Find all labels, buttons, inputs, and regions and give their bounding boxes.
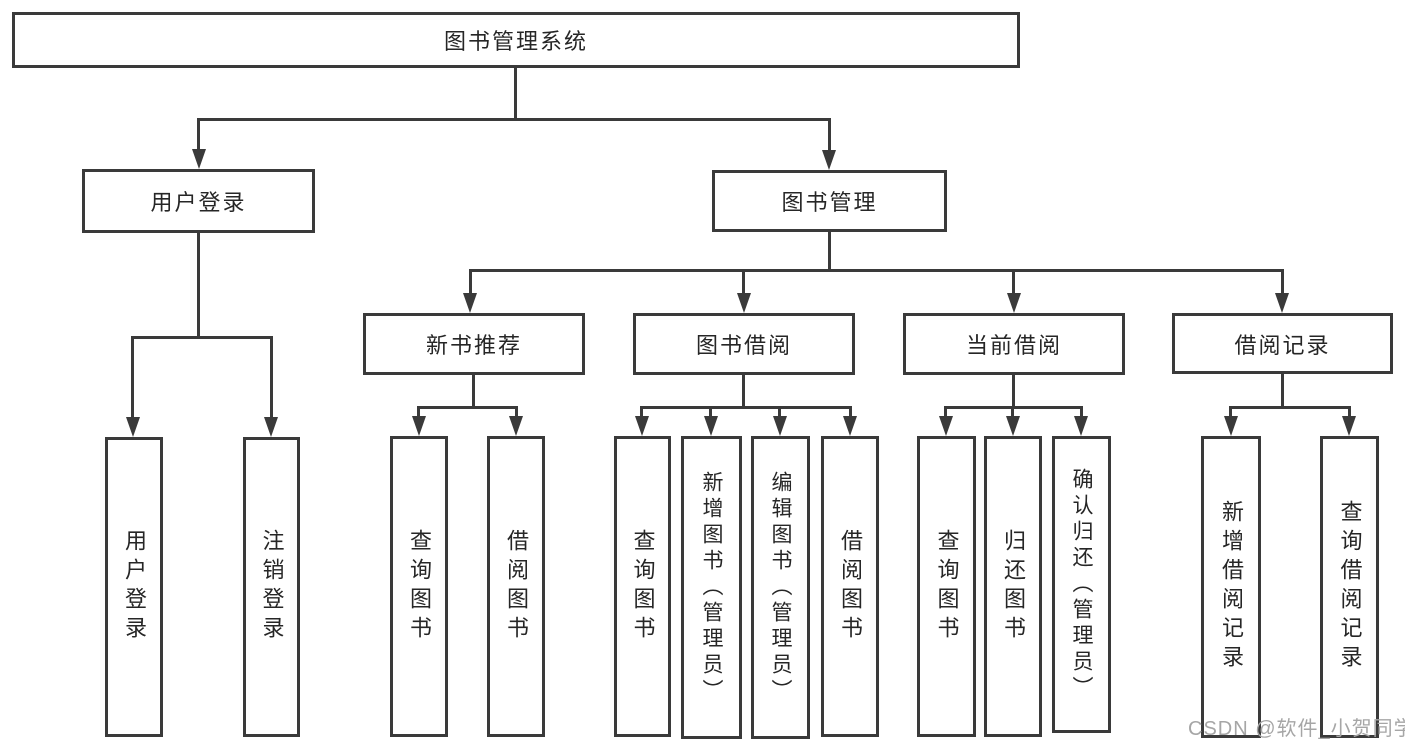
arrow-down-icon xyxy=(1006,416,1020,436)
connector-line xyxy=(131,336,273,339)
connector-line xyxy=(849,406,852,418)
arrow-down-icon xyxy=(1074,416,1088,436)
connector-line xyxy=(1080,406,1083,418)
arrow-down-icon xyxy=(939,416,953,436)
connector-line xyxy=(1012,375,1015,408)
connector-line xyxy=(197,233,200,339)
arrow-down-icon xyxy=(1224,416,1238,436)
node-root-library-system: 图书管理系统 xyxy=(12,12,1020,68)
connector-line xyxy=(514,68,517,120)
connector-line xyxy=(270,336,273,418)
leaf-borrowing-query-books: 查询图书 xyxy=(614,436,671,737)
node-current-borrowing: 当前借阅 xyxy=(903,313,1125,375)
connector-line xyxy=(944,406,947,418)
arrow-down-icon xyxy=(1007,293,1021,313)
csdn-watermark: CSDN @软件_小贺同学 xyxy=(1188,718,1405,740)
arrow-down-icon xyxy=(635,416,649,436)
connector-line xyxy=(472,375,475,408)
connector-line xyxy=(1229,406,1232,418)
arrow-down-icon xyxy=(822,150,836,170)
leaf-current-return-books: 归还图书 xyxy=(984,436,1042,737)
arrow-down-icon xyxy=(704,416,718,436)
connector-line xyxy=(1012,269,1015,295)
connector-line xyxy=(515,406,518,418)
arrow-down-icon xyxy=(192,149,206,169)
connector-line xyxy=(828,232,831,272)
connector-line xyxy=(778,406,781,418)
leaf-current-confirm-return-admin: 确认归还（管理员） xyxy=(1052,436,1111,733)
connector-line xyxy=(197,118,831,121)
connector-line xyxy=(469,269,1284,272)
node-new-book-recommend: 新书推荐 xyxy=(363,313,585,375)
connector-line xyxy=(1281,269,1284,295)
node-user-login: 用户登录 xyxy=(82,169,315,233)
connector-line xyxy=(469,269,472,295)
leaf-user-login: 用户登录 xyxy=(105,437,163,737)
connector-line xyxy=(1281,374,1284,408)
connector-line xyxy=(1011,406,1014,418)
leaf-recommend-borrow-books: 借阅图书 xyxy=(487,436,545,737)
arrow-down-icon xyxy=(126,417,140,437)
arrow-down-icon xyxy=(1342,416,1356,436)
leaf-borrowing-add-books-admin: 新增图书（管理员） xyxy=(681,436,742,739)
connector-line xyxy=(417,406,518,409)
node-borrow-records: 借阅记录 xyxy=(1172,313,1393,374)
leaf-logout: 注销登录 xyxy=(243,437,300,737)
arrow-down-icon xyxy=(843,416,857,436)
connector-line xyxy=(1229,406,1351,409)
connector-line xyxy=(742,269,745,295)
leaf-records-add-borrow-record: 新增借阅记录 xyxy=(1201,436,1261,738)
leaf-borrowing-edit-books-admin: 编辑图书（管理员） xyxy=(751,436,810,739)
connector-line xyxy=(640,406,643,418)
connector-line xyxy=(640,406,852,409)
arrow-down-icon xyxy=(737,293,751,313)
connector-line xyxy=(828,118,831,152)
arrow-down-icon xyxy=(412,416,426,436)
arrow-down-icon xyxy=(1275,293,1289,313)
leaf-current-query-books: 查询图书 xyxy=(917,436,976,737)
connector-line xyxy=(1348,406,1351,418)
connector-line xyxy=(197,118,200,151)
connector-line xyxy=(709,406,712,418)
node-book-borrowing: 图书借阅 xyxy=(633,313,855,375)
arrow-down-icon xyxy=(509,416,523,436)
connector-line xyxy=(742,375,745,408)
arrow-down-icon xyxy=(264,417,278,437)
leaf-borrowing-borrow-books: 借阅图书 xyxy=(821,436,879,737)
connector-line xyxy=(131,336,134,418)
arrow-down-icon xyxy=(463,293,477,313)
connector-line xyxy=(417,406,420,418)
node-book-management: 图书管理 xyxy=(712,170,947,232)
leaf-records-query-borrow-record: 查询借阅记录 xyxy=(1320,436,1379,738)
leaf-recommend-query-books: 查询图书 xyxy=(390,436,448,737)
arrow-down-icon xyxy=(773,416,787,436)
